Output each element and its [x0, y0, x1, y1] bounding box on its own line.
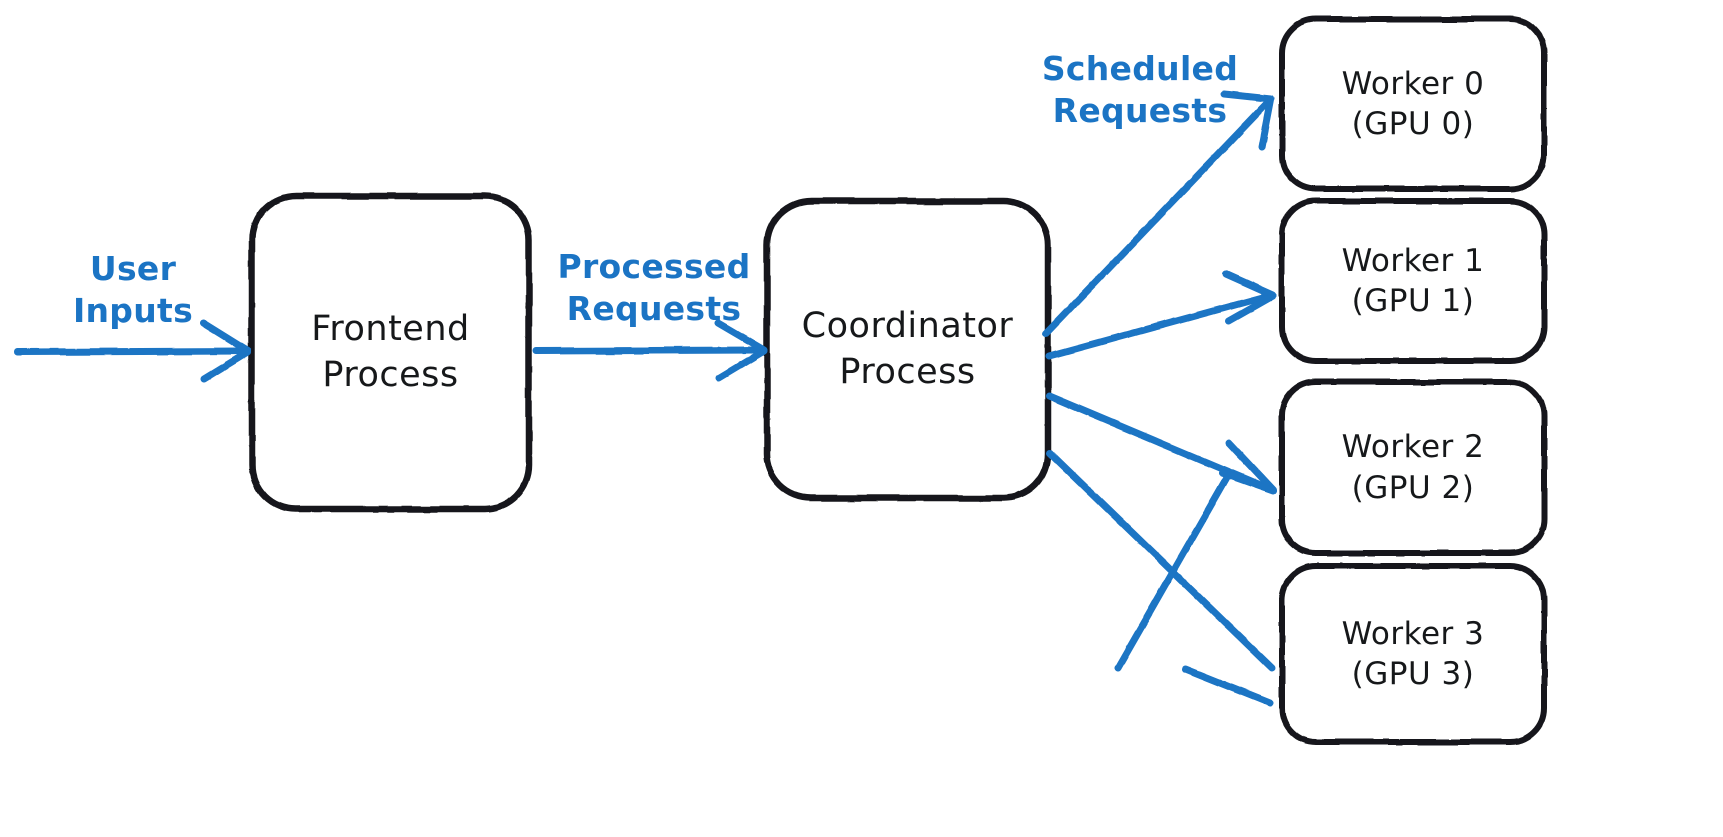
worker-3-box-outline — [1279, 563, 1547, 745]
arrow-coordinator-to-worker-2 — [1045, 392, 1277, 495]
worker-1-box-outline — [1279, 198, 1547, 364]
arrow-user-inputs-to-frontend — [14, 319, 252, 383]
arrow-frontend-to-coordinator — [532, 319, 768, 382]
coordinator-process-box-outline — [763, 197, 1052, 502]
worker-2-box-outline — [1279, 379, 1547, 556]
frontend-process-box-outline — [248, 192, 533, 513]
arrow-coordinator-to-worker-1 — [1045, 270, 1277, 360]
arrow-coordinator-to-worker-0 — [1042, 90, 1275, 338]
arrow-coordinator-to-worker-3 — [1046, 449, 1276, 707]
worker-0-box-outline — [1279, 16, 1547, 192]
